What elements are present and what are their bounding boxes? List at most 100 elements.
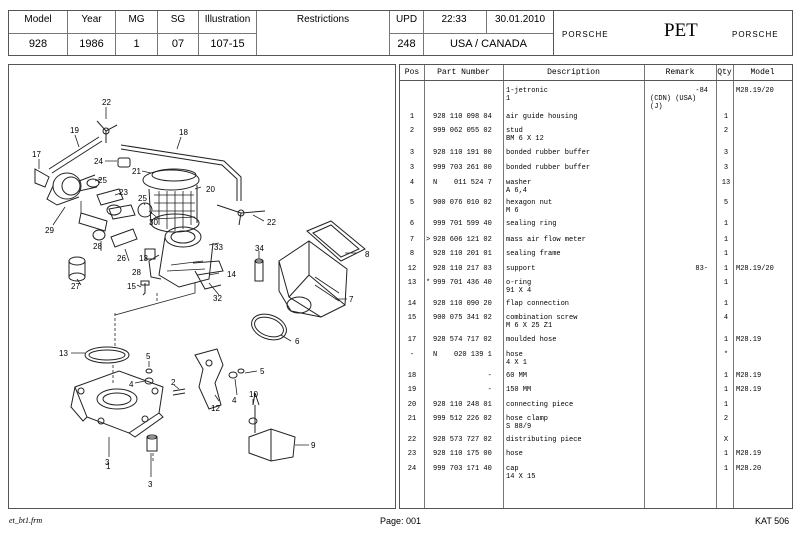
parts-table: Pos Part Number Description Remark Qty M… — [399, 64, 793, 509]
sg-column: SG 07 — [158, 11, 199, 55]
description-detail-cell: 14 X 15 — [506, 473, 536, 481]
datetime-region-column: 22:33 30.01.2010 USA / CANADA — [424, 11, 554, 55]
description-cell: flap connection — [506, 300, 570, 308]
callout-24: 24 — [94, 157, 103, 166]
brand-right-logo: PORSCHE — [732, 30, 779, 39]
description-cell: moulded hose — [506, 336, 557, 344]
model-label: Model — [24, 14, 52, 25]
description-cell: sealing ring — [506, 220, 557, 228]
illustration-label: Illustration — [204, 14, 251, 25]
pos-cell: 19 — [407, 386, 417, 394]
callout-13: 13 — [59, 349, 68, 358]
col-header-qty: Qty — [717, 68, 732, 77]
description-cell: connecting piece — [506, 401, 574, 409]
part-number-cell: 928 606 121 02 — [433, 236, 492, 244]
remark-cell: -84 — [695, 87, 708, 95]
pos-cell: 4 — [409, 179, 415, 187]
model-value: 928 — [28, 38, 48, 50]
description-detail-cell: A 6,4 — [506, 187, 528, 195]
description-cell: 1-jetronic — [506, 87, 549, 95]
mark-cell: > — [426, 236, 431, 244]
callout-33: 33 — [214, 243, 223, 252]
cap-24 — [117, 157, 131, 168]
sg-value: 07 — [171, 38, 185, 50]
qty-cell: 1 — [723, 279, 729, 287]
pos-cell: 23 — [407, 450, 417, 458]
qty-cell: 1 — [723, 336, 729, 344]
callout-7: 7 — [349, 295, 354, 304]
qty-cell: 1 — [723, 220, 729, 228]
pos-cell: 3 — [409, 149, 415, 157]
part-number-cell: 928 574 717 02 — [433, 336, 492, 344]
combination-screw-15 — [140, 280, 150, 296]
moulded-hose-17 — [34, 168, 50, 188]
callout-23: 23 — [119, 188, 128, 197]
model-cell: M28.19/20 — [736, 265, 774, 273]
callout-14: 14 — [227, 270, 236, 279]
part-number-cell: 928 110 248 01 — [433, 401, 492, 409]
year-column: Year 1986 — [68, 11, 116, 55]
part-number-cell: 928 110 217 03 — [433, 265, 492, 273]
description-cell: hose — [506, 351, 523, 359]
part-number-cell: 999 701 436 40 — [433, 279, 492, 287]
description-detail-cell: 1 — [506, 95, 511, 103]
callout-10: 10 — [249, 390, 258, 399]
upd-value: 248 — [397, 38, 416, 50]
description-cell: washer — [506, 179, 532, 187]
callout-8: 8 — [365, 250, 370, 259]
mg-column: MG 1 — [116, 11, 158, 55]
sg-label: SG — [170, 14, 186, 25]
callout-17: 17 — [32, 150, 41, 159]
callout-28-left: 28 — [93, 242, 102, 251]
distributing-piece-right — [216, 204, 266, 226]
description-detail-cell: 91 X 4 — [506, 287, 532, 295]
pos-cell: 8 — [409, 250, 415, 258]
rubber-buffer-3 — [146, 434, 158, 452]
air-guide-housing-1 — [70, 370, 164, 438]
qty-cell: * — [723, 351, 729, 359]
sealing-ring-6 — [251, 313, 287, 341]
part-number-cell: 999 512 226 02 — [433, 415, 492, 423]
model-cell: M28.20 — [736, 465, 762, 473]
callout-6: 6 — [295, 337, 300, 346]
qty-cell: 2 — [723, 127, 729, 135]
col-header-model: Model — [750, 68, 775, 77]
part-number-cell: - — [433, 386, 492, 394]
callout-2: 2 — [171, 378, 176, 387]
qty-cell: 1 — [723, 113, 729, 121]
date-value: 30.01.2010 — [494, 14, 546, 25]
pos-cell: 21 — [407, 415, 417, 423]
qty-cell: 13 — [721, 179, 731, 187]
qty-cell: 5 — [723, 199, 729, 207]
description-cell: stud — [506, 127, 523, 135]
illustration-pane: 22 19 18 17 24 21 25 23 25 20 30 22 29 2… — [8, 64, 396, 509]
brand-left-logo: PORSCHE — [562, 30, 609, 39]
pos-cell: 20 — [407, 401, 417, 409]
callout-22-right: 22 — [267, 218, 276, 227]
part-number-cell: 928 110 090 20 — [433, 300, 492, 308]
footer-catalog: KAT 506 — [755, 516, 790, 526]
model-cell: M28.19 — [736, 372, 762, 380]
pos-cell: 17 — [407, 336, 417, 344]
callout-18: 18 — [179, 128, 188, 137]
qty-cell: 1 — [723, 265, 729, 273]
upd-column: UPD 248 — [390, 11, 424, 55]
description-cell: mass air flow meter — [506, 236, 586, 244]
callout-29: 29 — [45, 226, 54, 235]
mark-cell: * — [426, 279, 431, 287]
callout-28-right: 28 — [132, 268, 141, 277]
callout-15: 15 — [127, 282, 136, 291]
year-label: Year — [81, 14, 102, 25]
description-detail-cell: 4 X 1 — [506, 359, 528, 367]
part-number-cell: - — [433, 372, 492, 380]
qty-cell: 3 — [723, 149, 729, 157]
col-header-description: Description — [547, 68, 600, 77]
description-cell: bonded rubber buffer — [506, 164, 591, 172]
flap-valve-29 — [46, 172, 98, 206]
description-cell: bonded rubber buffer — [506, 149, 591, 157]
pos-cell: 18 — [407, 372, 417, 380]
qty-cell: 3 — [723, 164, 729, 172]
remark-detail-cell: (CDN) (USA) — [650, 95, 697, 103]
callout-1: 1 — [106, 462, 111, 471]
qty-cell: 1 — [723, 401, 729, 409]
